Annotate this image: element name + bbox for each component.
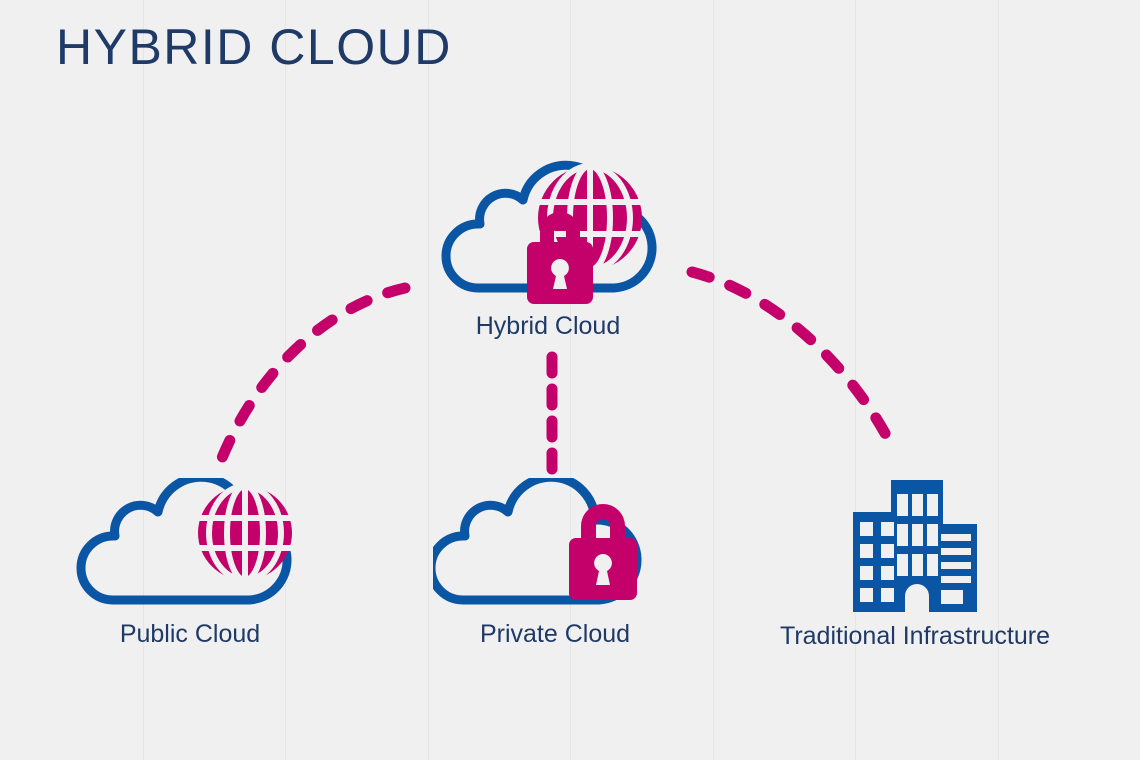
padlock-icon — [568, 504, 637, 600]
building-doorway — [905, 584, 929, 612]
buildings-icon — [853, 480, 977, 612]
page-title: HYBRID CLOUD — [56, 19, 452, 75]
node-hybrid-cloud[interactable]: Hybrid Cloud — [398, 160, 698, 341]
right-building-windows — [941, 534, 971, 604]
node-traditional-infrastructure[interactable]: Traditional Infrastructure — [775, 472, 1055, 651]
hybrid-cloud-icon — [441, 160, 657, 304]
private-cloud-icon — [432, 478, 641, 605]
node-label-hybrid-cloud: Hybrid Cloud — [475, 312, 621, 340]
cloud-outline-icon — [441, 160, 657, 293]
node-label-traditional-infrastructure: Traditional Infrastructure — [779, 622, 1051, 650]
center-building-windows — [897, 494, 938, 576]
node-label-public-cloud: Public Cloud — [119, 620, 261, 648]
left-building-windows — [860, 522, 894, 602]
node-private-cloud[interactable]: Private Cloud — [425, 478, 685, 649]
padlock-icon — [527, 212, 593, 304]
node-label-private-cloud: Private Cloud — [479, 620, 631, 648]
connector-hybrid-to-traditional — [686, 266, 899, 454]
connector-hybrid-to-public — [212, 282, 411, 474]
gridline-4 — [713, 0, 714, 760]
globe-icon — [197, 483, 292, 583]
public-cloud-icon — [76, 478, 292, 605]
node-public-cloud[interactable]: Public Cloud — [60, 478, 320, 649]
